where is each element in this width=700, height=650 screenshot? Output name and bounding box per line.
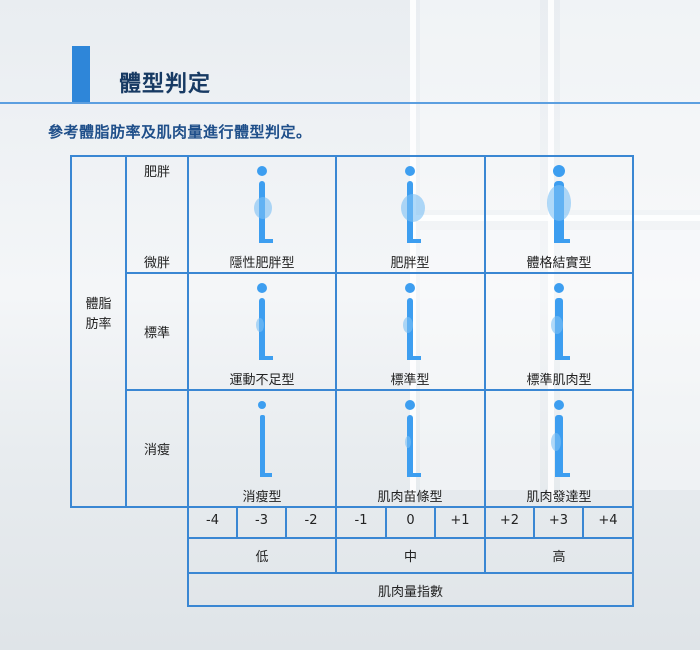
body-type-grid: 體脂 肪率 肥胖 微胖 標準 消瘦 隱性肥胖型 肥胖型 體格結實型 運動不足型 … bbox=[70, 155, 634, 607]
muscle-scale-value: -4 bbox=[206, 513, 219, 528]
type-obese: 肥胖型 bbox=[390, 256, 430, 271]
page-subtitle: 參考體脂肪率及肌肉量進行體型判定。 bbox=[48, 123, 312, 141]
fat-axis-label-line2: 肪率 bbox=[85, 317, 112, 332]
muscle-scale-value: -1 bbox=[354, 513, 368, 528]
muscle-level-high: 高 bbox=[552, 550, 566, 565]
type-solid-build: 體格結實型 bbox=[526, 256, 592, 271]
fat-level-thin: 消瘦 bbox=[143, 443, 170, 458]
page-title: 體型判定 bbox=[119, 72, 212, 97]
figure-obese bbox=[401, 166, 425, 243]
fat-axis-label-line1: 體脂 bbox=[85, 297, 112, 312]
fat-level-standard: 標準 bbox=[143, 326, 170, 341]
figure-thin bbox=[258, 401, 272, 477]
muscle-scale-value: +4 bbox=[598, 513, 618, 528]
fat-level-slightly-obese: 微胖 bbox=[143, 256, 170, 271]
muscle-scale-value: +1 bbox=[450, 513, 470, 528]
figure-hidden-obese bbox=[254, 166, 273, 243]
fat-level-obese: 肥胖 bbox=[143, 165, 170, 180]
title-accent-bar bbox=[72, 46, 90, 102]
muscle-level-low: 低 bbox=[255, 550, 269, 565]
muscle-scale-value: +2 bbox=[499, 513, 520, 528]
type-standard: 標準型 bbox=[390, 373, 430, 388]
figure-solid-build bbox=[547, 165, 571, 243]
muscle-scale-value: -2 bbox=[304, 513, 318, 528]
figure-lack-of-exercise bbox=[256, 283, 273, 360]
muscle-scale-value: 0 bbox=[406, 513, 415, 528]
figure-muscular-slim bbox=[405, 400, 421, 477]
type-hidden-obese: 隱性肥胖型 bbox=[229, 256, 295, 271]
type-muscular: 肌肉發達型 bbox=[526, 490, 592, 505]
title-divider bbox=[0, 102, 700, 104]
type-muscular-slim: 肌肉苗條型 bbox=[377, 490, 443, 505]
type-thin: 消瘦型 bbox=[242, 490, 282, 505]
fat-axis-label: 體脂 肪率 bbox=[72, 295, 125, 335]
muscle-scale-value: +3 bbox=[548, 513, 569, 528]
muscle-axis-label: 肌肉量指數 bbox=[377, 585, 443, 600]
muscle-scale-value: -3 bbox=[255, 513, 268, 528]
figure-muscular bbox=[551, 400, 570, 477]
figure-standard-muscular bbox=[551, 283, 570, 360]
type-lack-of-exercise: 運動不足型 bbox=[229, 373, 295, 388]
muscle-level-medium: 中 bbox=[403, 550, 417, 565]
type-standard-muscular: 標準肌肉型 bbox=[526, 373, 592, 388]
figure-standard bbox=[403, 283, 421, 360]
